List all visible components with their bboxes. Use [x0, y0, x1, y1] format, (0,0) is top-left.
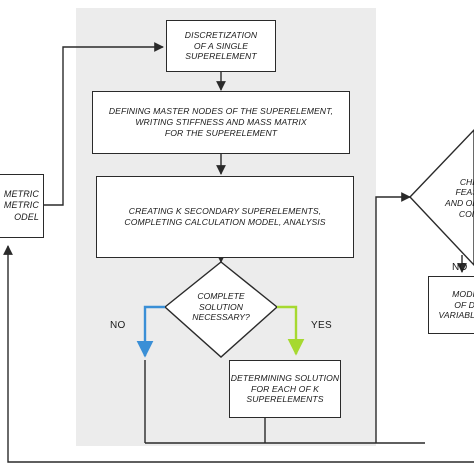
geometric-model-box: METRIC METRIC ODEL	[0, 174, 44, 238]
creating-secondary-box: CREATING k SECONDARY SUPERELEMENTS, COMP…	[96, 176, 354, 258]
decision-check-feasibility	[409, 128, 474, 267]
complete-solution-label: COMPLETE SOLUTION NECESSARY?	[192, 290, 250, 323]
check-feasibility-text: CHE FEAS AND OB CON	[418, 162, 474, 234]
creating-secondary-text: CREATING k SECONDARY SUPERELEMENTS, COMP…	[124, 206, 326, 227]
discretization-text: DISCRETIZATION OF A SINGLE SUPERELEMENT	[184, 29, 258, 62]
complete-solution-text: COMPLETE SOLUTION NECESSARY?	[181, 283, 261, 331]
decision-complete-solution	[163, 261, 279, 358]
defining-master-nodes-text: DEFINING MASTER NODES OF THE SUPERELEMEN…	[108, 106, 334, 138]
arrow-to-check-diamond	[375, 192, 411, 443]
discretization-box: DISCRETIZATION OF A SINGLE SUPERELEMENT	[166, 20, 276, 72]
defining-master-nodes-box: DEFINING MASTER NODES OF THE SUPERELEMEN…	[92, 91, 350, 154]
check-feasibility-label: CHE FEAS AND OB CON	[445, 176, 474, 219]
geometric-model-text: METRIC METRIC ODEL	[3, 189, 39, 222]
no-label-left: NO	[110, 320, 126, 331]
determining-solution-box: DETERMINING SOLUTION FOR EACH OF k SUPER…	[229, 360, 341, 418]
arrow-left-to-discretization	[44, 42, 164, 206]
modification-box: MODI OF D VARIABL	[428, 276, 474, 334]
arrow-feedback-loop	[3, 245, 474, 463]
no-label-right: NO	[452, 262, 468, 273]
yes-label: YES	[311, 320, 332, 331]
determining-solution-text: DETERMINING SOLUTION FOR EACH OF k SUPER…	[230, 372, 340, 405]
arrow-yes-branch	[277, 305, 305, 356]
modification-text: MODI OF D VARIABL	[438, 288, 474, 321]
arrow-no-branch	[136, 305, 165, 358]
